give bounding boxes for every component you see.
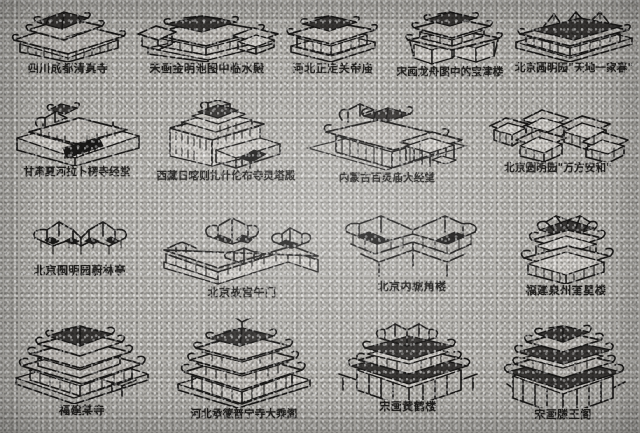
caption-r3c4: 福建泉州奎星楼 bbox=[525, 284, 607, 297]
drawing-hebei-zhengding-guandi-temple bbox=[274, 4, 392, 62]
figure-cell-r4c2: 河北承德普宁寺大乘阁 bbox=[156, 318, 332, 421]
figure-cell-r2c3: 内蒙古百灵庙大经堂 bbox=[300, 100, 474, 185]
drawing-yuanmingyuan-tiandiyijiachun bbox=[508, 4, 640, 62]
caption-r4c1: 福建某寺 bbox=[59, 404, 105, 417]
figure-cell-r4c4: 宋画滕王阁 bbox=[486, 318, 640, 421]
drawing-song-painting-baojin-tower bbox=[382, 4, 518, 66]
figure-cell-r2c4: 北京圆明园"万方安和" bbox=[476, 100, 640, 175]
caption-r4c3: 宋画黄鹤楼 bbox=[379, 400, 437, 413]
figure-cell-r3c1: 北京圆明园蔚林亭 bbox=[0, 214, 160, 277]
caption-r2c2: 西藏日喀则扎什伦布寺灵塔殿 bbox=[156, 170, 296, 182]
caption-r3c3: 北京内城角楼 bbox=[377, 280, 447, 293]
figure-row-2: 甘肃夏河拉卜楞寺经堂 bbox=[0, 100, 640, 190]
caption-r1c5: 北京圆明园"天地一家春" bbox=[514, 62, 634, 74]
caption-r2c4: 北京圆明园"万方安和" bbox=[504, 162, 612, 174]
drawing-inner-mongolia-bailing-temple-hall bbox=[300, 100, 474, 172]
caption-r3c1: 北京圆明园蔚林亭 bbox=[34, 264, 126, 277]
figure-cell-r1c3: 河北正定关帝庙 bbox=[274, 4, 392, 75]
figure-row-3: 北京圆明园蔚林亭 bbox=[0, 214, 640, 304]
figure-cell-r1c1: 四川成都清真寺 bbox=[0, 4, 136, 75]
caption-r1c2: 宋画金明池图中临水殿 bbox=[149, 62, 265, 75]
drawing-song-painting-jinmingchi-linshui-hall bbox=[128, 4, 286, 62]
caption-r4c2: 河北承德普宁寺大乘阁 bbox=[190, 408, 298, 420]
figure-cell-r4c1: 福建某寺 bbox=[0, 318, 164, 417]
figure-row-1: 四川成都清真寺 bbox=[0, 4, 640, 88]
drawing-song-painting-tengwang-pavilion bbox=[486, 318, 640, 408]
drawing-song-painting-yellow-crane-tower bbox=[328, 318, 488, 400]
caption-r3c2: 北京故宫午门 bbox=[207, 286, 277, 299]
figure-cell-r2c1: 甘肃夏河拉卜楞寺经堂 bbox=[4, 100, 150, 179]
figure-cell-r3c2: 北京故宫午门 bbox=[152, 214, 332, 299]
drawing-quanzhou-kuixing-tower bbox=[492, 214, 640, 284]
drawing-gansu-labrang-monastery-hall bbox=[4, 100, 150, 166]
figure-cell-r3c3: 北京内城角楼 bbox=[330, 214, 494, 293]
figure-cell-r1c5: 北京圆明园"天地一家春" bbox=[508, 4, 640, 75]
caption-r2c1: 甘肃夏河拉卜楞寺经堂 bbox=[23, 166, 131, 178]
drawing-beijing-inner-city-corner-tower bbox=[330, 214, 494, 280]
figure-cell-r2c2: 西藏日喀则扎什伦布寺灵塔殿 bbox=[150, 100, 302, 183]
caption-r4c4: 宋画滕王阁 bbox=[534, 408, 592, 421]
figure-cell-r1c4: 宋画龙舟图中的宝津楼 bbox=[382, 4, 518, 79]
drawing-yuanmingyuan-weilin-pavilion bbox=[0, 214, 160, 264]
drawing-sichuan-chengdu-mosque bbox=[0, 4, 136, 62]
figure-row-4: 福建某寺 bbox=[0, 318, 640, 433]
drawing-chengde-puning-temple-dacheng-pavilion bbox=[156, 318, 332, 408]
caption-r1c1: 四川成都清真寺 bbox=[27, 62, 109, 75]
drawing-forbidden-city-meridian-gate bbox=[152, 214, 332, 286]
figure-cell-r1c2: 宋画金明池图中临水殿 bbox=[128, 4, 286, 75]
drawing-fujian-temple bbox=[0, 318, 164, 404]
figure-cell-r4c3: 宋画黄鹤楼 bbox=[328, 318, 488, 413]
drawing-tashilhunpo-stupa-hall bbox=[150, 100, 302, 170]
caption-r1c3: 河北正定关帝庙 bbox=[292, 62, 374, 75]
caption-r2c3: 内蒙古百灵庙大经堂 bbox=[338, 172, 436, 184]
caption-r1c4: 宋画龙舟图中的宝津楼 bbox=[396, 66, 504, 78]
figure-cell-r3c4: 福建泉州奎星楼 bbox=[492, 214, 640, 297]
drawing-yuanmingyuan-wanfanganhe bbox=[476, 100, 640, 162]
